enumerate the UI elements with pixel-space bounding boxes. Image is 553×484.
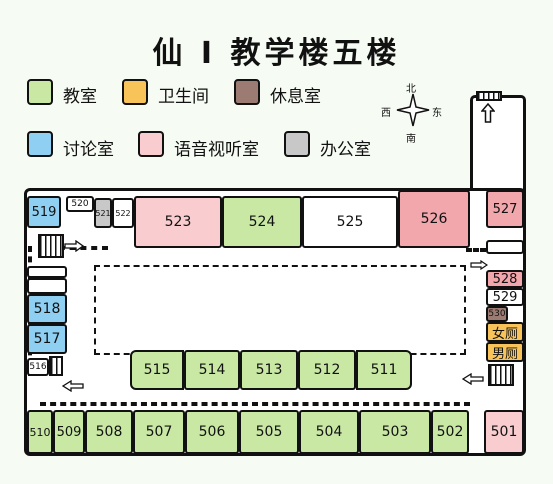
room-501[interactable]: 501 xyxy=(484,410,524,454)
arrow-up-icon xyxy=(481,103,495,123)
room-520[interactable]: 520 xyxy=(66,196,94,212)
room-530[interactable]: 530 xyxy=(486,306,508,322)
stairs-east xyxy=(488,364,514,386)
room-504[interactable]: 504 xyxy=(299,410,359,454)
legend-swatch-lounge xyxy=(234,79,260,105)
stairs-west xyxy=(38,234,64,258)
stairs-north xyxy=(476,91,502,101)
room-503[interactable]: 503 xyxy=(359,410,431,454)
room-508[interactable]: 508 xyxy=(85,410,133,454)
room-510[interactable]: 510 xyxy=(27,410,53,454)
room-529[interactable]: 529 xyxy=(486,288,524,306)
legend-swatch-classroom xyxy=(27,79,53,105)
womens-restroom[interactable]: 女厕 xyxy=(486,322,524,342)
compass-rose-icon xyxy=(396,93,430,127)
room-519[interactable]: 519 xyxy=(27,196,61,228)
page-title: 仙 I 教学楼五楼 xyxy=(152,36,401,71)
compass-west: 西 xyxy=(381,108,391,119)
legend-swatch-language-lab xyxy=(138,131,164,157)
compass-north: 北 xyxy=(406,84,416,95)
room-527[interactable]: 527 xyxy=(486,190,524,228)
legend-label-discussion: 讨论室 xyxy=(63,140,114,160)
room-525[interactable]: 525 xyxy=(302,196,398,248)
legend-label-restroom: 卫生间 xyxy=(158,87,209,107)
wall-west-2 xyxy=(27,278,67,294)
wall-east-1 xyxy=(486,240,524,254)
compass-east: 东 xyxy=(432,108,442,119)
room-509[interactable]: 509 xyxy=(53,410,85,454)
legend-swatch-discussion xyxy=(27,131,53,157)
legend-label-lounge: 休息室 xyxy=(270,87,321,107)
room-517[interactable]: 517 xyxy=(27,324,67,354)
room-514[interactable]: 514 xyxy=(184,350,240,390)
room-513[interactable]: 513 xyxy=(240,350,298,390)
arrow-east-icon xyxy=(470,260,488,270)
room-523[interactable]: 523 xyxy=(134,196,222,248)
room-521[interactable]: 521 xyxy=(94,198,112,228)
room-506[interactable]: 506 xyxy=(185,410,239,454)
corridor-dash-east xyxy=(466,248,486,252)
wall-west-1 xyxy=(27,266,67,278)
room-505[interactable]: 505 xyxy=(239,410,299,454)
arrow-left-icon xyxy=(62,380,84,392)
room-511[interactable]: 511 xyxy=(356,350,412,390)
room-515[interactable]: 515 xyxy=(130,350,184,390)
corridor-dash-south xyxy=(40,402,470,406)
arrow-left-east-icon xyxy=(462,373,484,385)
stairs-southwest xyxy=(49,356,63,376)
room-502[interactable]: 502 xyxy=(431,410,469,454)
legend-swatch-office xyxy=(284,131,310,157)
arrow-right-icon xyxy=(64,240,84,252)
compass-south: 南 xyxy=(406,134,416,145)
room-524[interactable]: 524 xyxy=(222,196,302,248)
inner-corridor xyxy=(94,265,466,355)
room-526[interactable]: 526 xyxy=(398,190,470,248)
legend-label-office: 办公室 xyxy=(320,140,371,160)
legend-label-classroom: 教室 xyxy=(63,87,97,107)
room-528[interactable]: 528 xyxy=(486,270,524,288)
east-corridor xyxy=(470,95,526,195)
room-518[interactable]: 518 xyxy=(27,294,67,324)
room-522[interactable]: 522 xyxy=(112,198,134,228)
room-512[interactable]: 512 xyxy=(298,350,356,390)
room-507[interactable]: 507 xyxy=(133,410,185,454)
legend-swatch-restroom xyxy=(122,79,148,105)
room-516[interactable]: 516 xyxy=(27,358,49,376)
mens-restroom[interactable]: 男厕 xyxy=(486,342,524,362)
legend-label-language-lab: 语音视听室 xyxy=(174,140,259,160)
